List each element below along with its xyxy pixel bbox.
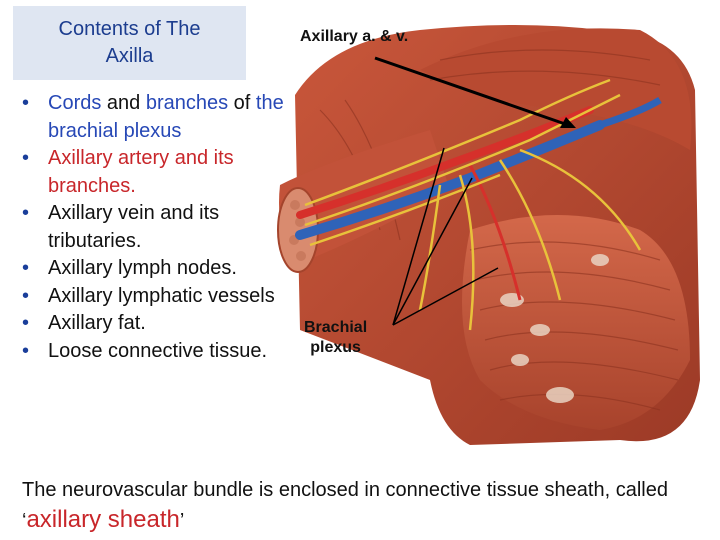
bullet-lymph-nodes-text: Axillary lymph nodes. — [48, 257, 237, 279]
pointer-line-plexus-2 — [392, 177, 473, 326]
bullet-cords: Cords — [48, 92, 102, 114]
bullet-dot: • — [22, 284, 30, 307]
slide-title: Contents of The Axilla — [13, 6, 246, 80]
bullet-item-brachial-plexus: • Cords and branches of the brachial ple… — [22, 90, 290, 145]
slide-title-line2: Axilla — [105, 45, 154, 67]
pointer-arrowhead — [560, 117, 576, 128]
bullet-item-lymph-nodes: • Axillary lymph nodes. — [22, 255, 290, 283]
serratus-muscle — [462, 215, 690, 430]
fascia-patches — [500, 254, 609, 403]
label-brachial-plexus-line2: plexus — [310, 339, 361, 356]
bullet-axillary-artery-rest: and its branches. — [48, 147, 234, 197]
pointer-line-vessels — [374, 56, 569, 127]
bullet-dot: • — [22, 92, 30, 114]
footer-note: The neurovascular bundle is enclosed in … — [22, 476, 717, 536]
bullet-dot: • — [22, 257, 30, 279]
bullet-item-axillary-vein: • Axillary vein and its tributaries. — [22, 200, 290, 255]
bullet-dot: • — [22, 202, 30, 224]
bullet-and: and — [101, 92, 146, 114]
footer-text: The neurovascular bundle is enclosed in … — [22, 479, 668, 532]
bullet-brachial-plexus-text: the brachial plexus — [48, 92, 284, 142]
label-brachial-plexus-line1: Brachial — [304, 319, 368, 336]
bullet-connective-tissue-text: Loose connective tissue. — [48, 339, 268, 362]
bullet-of: of — [228, 92, 256, 114]
footer-axillary-sheath: axillary sheath — [26, 506, 180, 533]
bullet-axillary-artery-text: Axillary artery — [48, 147, 170, 169]
arm-cut-fibers — [289, 200, 306, 261]
bullet-axillary-fat-text: Axillary fat. — [48, 312, 146, 334]
bullet-dot: • — [22, 147, 30, 169]
bullet-branches: branches — [145, 92, 229, 114]
pointer-line-plexus-1 — [392, 147, 445, 326]
brachial-plexus-nerves — [304, 78, 642, 331]
axillary-vein — [295, 120, 605, 240]
bullet-dot: • — [22, 339, 30, 362]
bullet-axillary-vein-text: Axillary vein and its tributaries. — [48, 202, 220, 252]
bullet-item-axillary-artery: • Axillary artery and its branches. — [22, 145, 290, 200]
bullet-item-connective-tissue: • Loose connective tissue. — [22, 338, 290, 366]
axillary-artery — [296, 106, 594, 219]
label-brachial-plexus: Brachial plexus — [304, 318, 367, 358]
footer-close-quote: ’ — [179, 510, 185, 532]
label-axillary-vessels: Axillary a. & v. — [300, 28, 409, 45]
bullet-item-lymphatic-vessels: • Axillary lymphatic vessels — [22, 283, 290, 311]
vein-branch — [598, 96, 662, 129]
bullet-lymphatic-vessels-text: Axillary lymphatic vessels — [48, 284, 275, 307]
bullet-item-axillary-fat: • Axillary fat. — [22, 310, 290, 338]
slide-title-line1: Contents of The — [58, 18, 201, 40]
artery-branch — [468, 164, 522, 301]
contents-bullet-list: • Cords and branches of the brachial ple… — [22, 90, 290, 365]
bullet-dot: • — [22, 312, 30, 334]
pointer-line-plexus-3 — [392, 267, 499, 326]
